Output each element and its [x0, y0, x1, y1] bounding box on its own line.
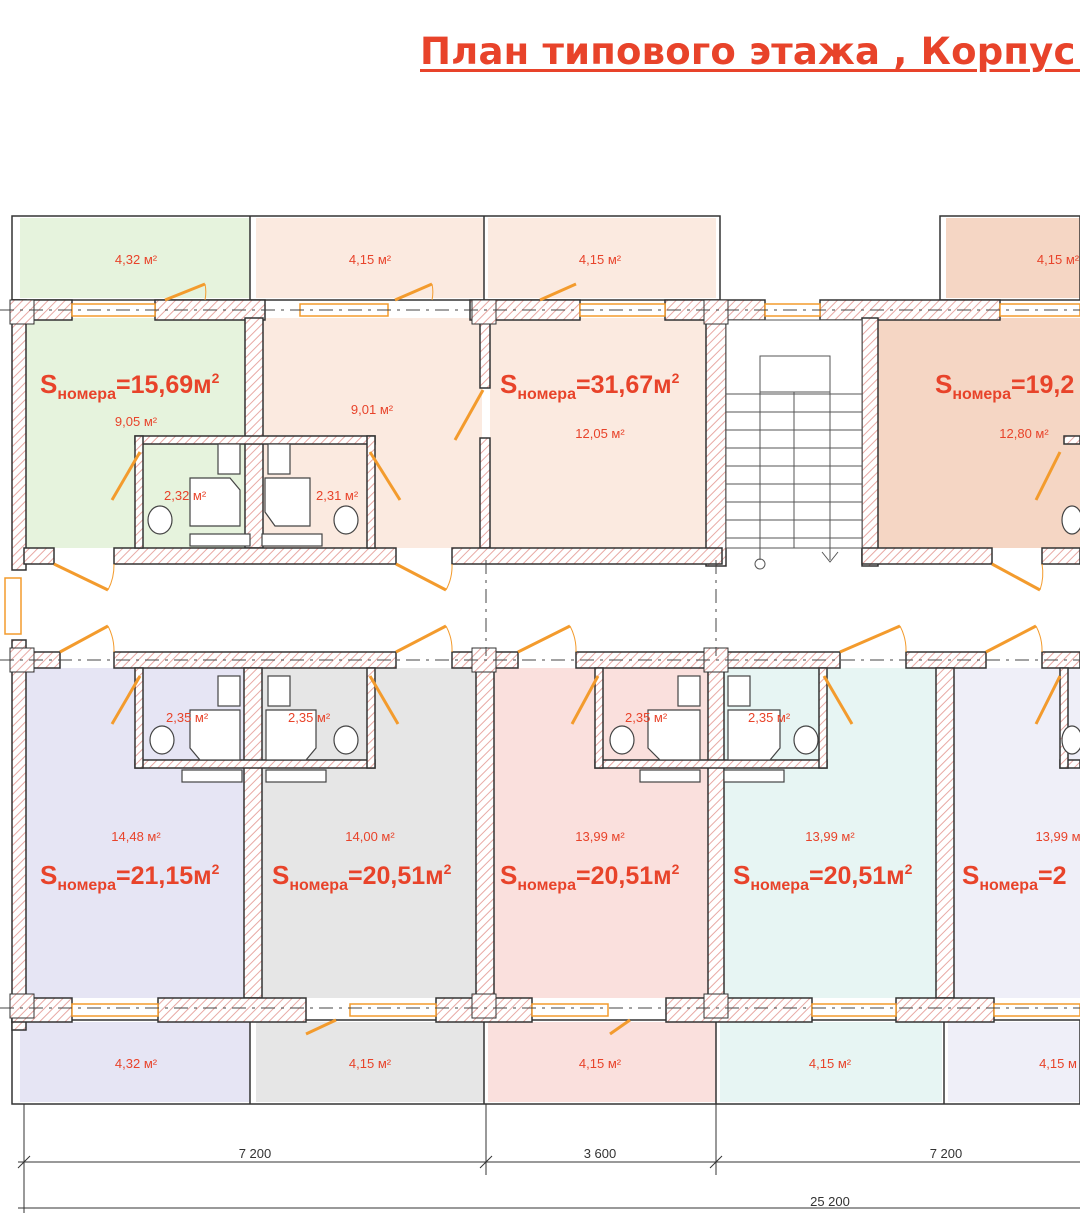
windows [4, 303, 1080, 1017]
bottom-room-area-4: 13,99 м² [805, 829, 855, 844]
bathroom-fixtures [147, 443, 1080, 783]
bottom-balcony-area-5: 4,15 м [1039, 1056, 1077, 1071]
labels: 4,32 м² 4,15 м² 4,15 м² 4,15 м² Sномера=15,6… [40, 252, 1080, 1209]
top-room-3-fill [490, 318, 710, 548]
top-room-area-1: 9,05 м² [115, 414, 158, 429]
bottom-room-total-area-3: Sномера=20,51м2 [500, 860, 680, 894]
bottom-room-total-area-1: Sномера=21,15м2 [40, 860, 220, 894]
top-balcony-1-fill [20, 218, 250, 298]
bottom-balcony-5-fill [948, 1022, 1080, 1102]
top-balcony-3-fill [488, 218, 716, 298]
top-balcony-area-2: 4,15 м² [349, 252, 392, 267]
axis-lines [0, 309, 1080, 1009]
top-room-area-4: 12,80 м² [999, 426, 1049, 441]
dimension-3600: 3 600 [584, 1146, 617, 1161]
bottom-bath-area-3: 2,35 м² [625, 710, 668, 725]
dimension-lines [17, 1104, 1080, 1213]
top-balcony-area-4: 4,15 м² [1037, 252, 1080, 267]
bottom-bath-area-4: 2,35 м² [748, 710, 791, 725]
top-balcony-area-3: 4,15 м² [579, 252, 622, 267]
top-room-area-3: 12,05 м² [575, 426, 625, 441]
bottom-balcony-area-1: 4,32 м² [115, 1056, 158, 1071]
bottom-balcony-area-3: 4,15 м² [579, 1056, 622, 1071]
top-room-4-fill [878, 318, 1080, 548]
bottom-balcony-3-fill [488, 1022, 716, 1102]
bottom-balcony-area-4: 4,15 м² [809, 1056, 852, 1071]
bottom-room-total-area-2: Sномера=20,51м2 [272, 860, 452, 894]
bottom-room-area-5: 13,99 м [1035, 829, 1080, 844]
top-balcony-2-fill [256, 218, 484, 298]
bottom-balcony-2-fill [256, 1022, 484, 1102]
top-room-total-area-3: Sномера=31,67м2 [500, 369, 680, 403]
bottom-balcony-1-fill [20, 1022, 250, 1102]
top-room-total-area-1: Sномера=15,69м2 [40, 369, 220, 403]
bottom-balcony-area-2: 4,15 м² [349, 1056, 392, 1071]
top-bath-area-1: 2,32 м² [164, 488, 207, 503]
bottom-bath-area-1: 2,35 м² [166, 710, 209, 725]
dimension-7200-left: 7 200 [239, 1146, 272, 1161]
bottom-room-area-2: 14,00 м² [345, 829, 395, 844]
top-balcony-4-fill [946, 218, 1080, 298]
bottom-room-total-area-4: Sномера=20,51м2 [733, 860, 913, 894]
bottom-room-5-fill [954, 668, 1080, 998]
top-balcony-area-1: 4,32 м² [115, 252, 158, 267]
doors [53, 282, 1062, 1036]
bottom-room-area-1: 14,48 м² [111, 829, 161, 844]
dimension-total: 25 200 [810, 1194, 850, 1209]
bottom-room-total-area-5: Sномера=2 [962, 860, 1067, 894]
plan-title: План типового этажа , Корпус А [420, 30, 1080, 73]
bottom-bath-area-2: 2,35 м² [288, 710, 331, 725]
dimension-7200-right: 7 200 [930, 1146, 963, 1161]
bottom-balcony-4-fill [720, 1022, 942, 1102]
top-bath-area-2: 2,31 м² [316, 488, 359, 503]
staircase [725, 319, 863, 570]
thin-outlines [11, 215, 1080, 1105]
bottom-room-area-3: 13,99 м² [575, 829, 625, 844]
top-room-total-area-4: Sномера=19,2 [935, 369, 1074, 403]
door-swings [107, 283, 1044, 653]
top-room-area-2: 9,01 м² [351, 402, 394, 417]
